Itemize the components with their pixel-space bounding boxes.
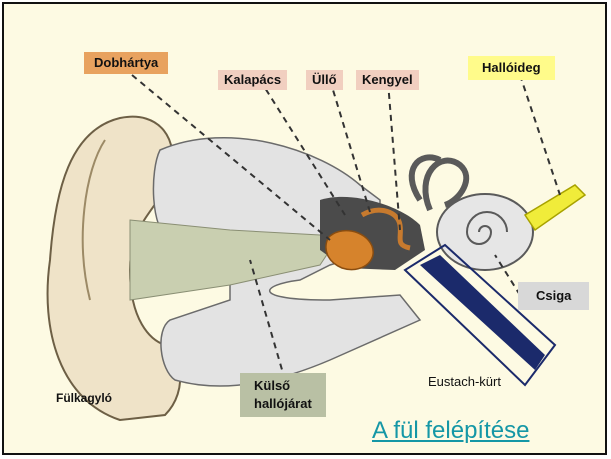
label-kulso-line1: Külső <box>254 377 312 395</box>
title-link[interactable]: A fül felépítése <box>372 417 529 445</box>
label-kulso-line2: hallójárat <box>254 395 312 413</box>
eustachian-tube <box>420 255 545 370</box>
leader-halloideg <box>520 75 560 195</box>
cochlea-body <box>437 194 533 270</box>
auditory-nerve <box>525 185 585 230</box>
label-fulkagylo: Fülkagyló <box>50 388 118 408</box>
label-dobhartya: Dobhártya <box>84 52 168 74</box>
label-kalapacs: Kalapács <box>218 70 287 90</box>
label-eustach: Eustach-kürt <box>422 372 507 392</box>
label-halloideg: Hallóideg <box>468 56 555 80</box>
label-csiga: Csiga <box>518 282 589 310</box>
label-kulso-hallojarat: Külső hallójárat <box>240 373 326 417</box>
label-ullo: Üllő <box>306 70 343 90</box>
label-kengyel: Kengyel <box>356 70 419 90</box>
